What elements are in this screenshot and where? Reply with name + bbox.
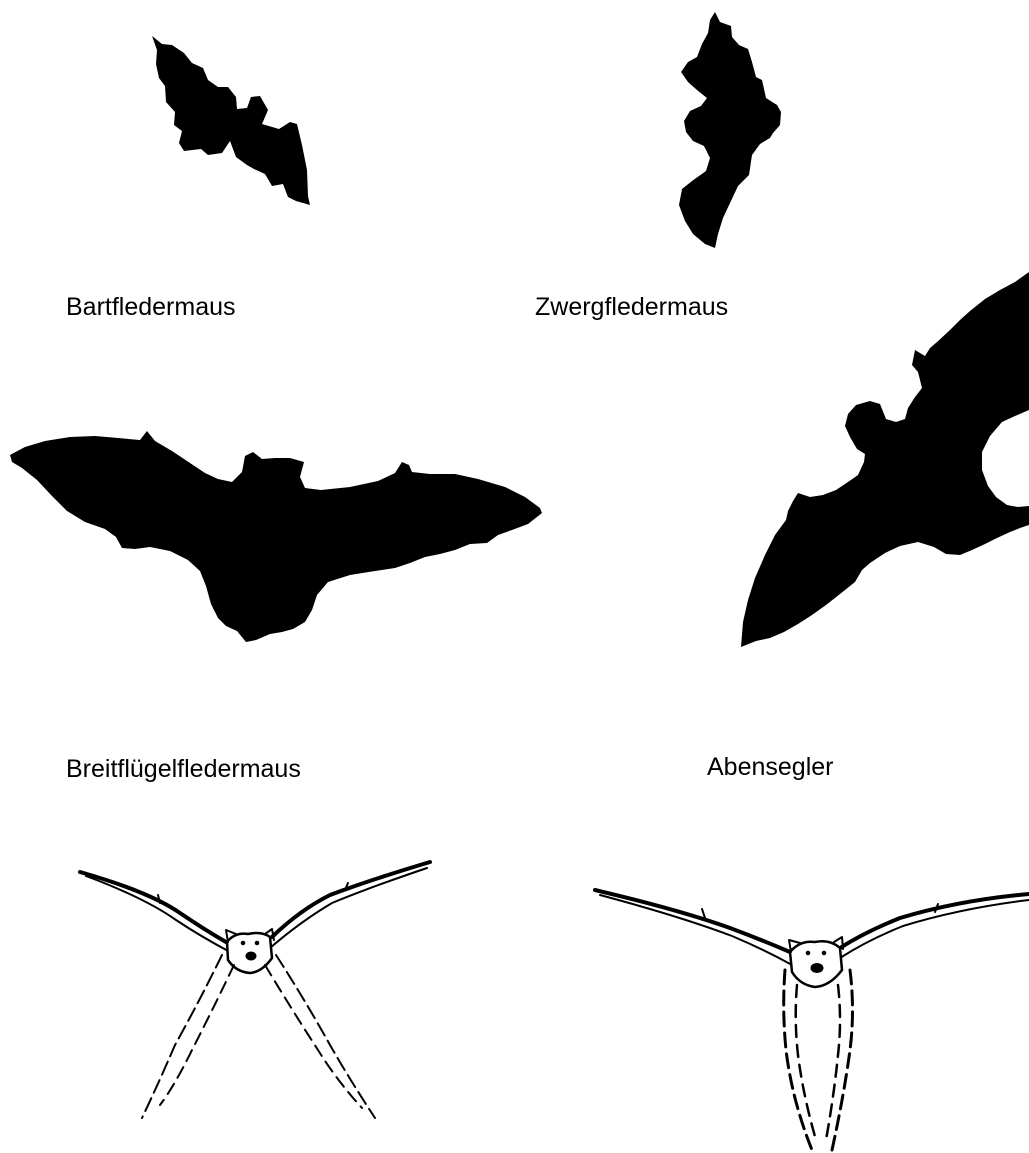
zwergfledermaus-silhouette [679,12,781,248]
zwergfledermaus-label: Zwergfledermaus [535,292,728,322]
flight-posture-diagram-right [595,890,1029,1150]
flight-posture-diagram-left [80,862,430,1118]
breitfluegelfledermaus-label: Breitflügelfledermaus [66,754,301,784]
bartfledermaus-label: Bartfledermaus [66,292,236,322]
breitfluegelfledermaus-silhouette [10,431,542,642]
bartfledermaus-silhouette [152,36,310,205]
abendsegler-label: Abensegler [707,752,833,782]
